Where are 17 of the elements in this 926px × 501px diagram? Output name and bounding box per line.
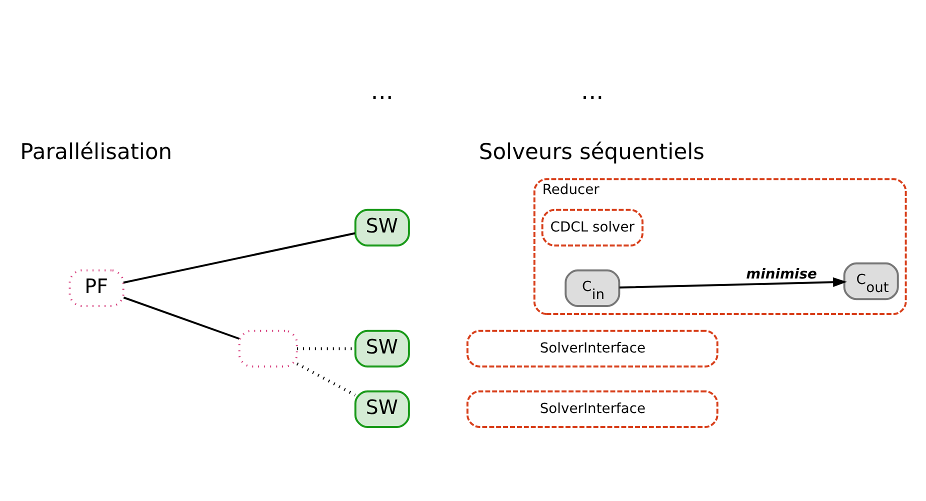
node-box [238, 329, 298, 368]
connector [123, 232, 356, 284]
edge-label: minimise [746, 266, 817, 282]
label: Solveurs séquentiels [478, 139, 705, 164]
node-box: CDCL solver [541, 208, 644, 246]
node-box: SW [354, 329, 410, 368]
connector [296, 362, 356, 396]
connector [123, 296, 240, 340]
node-box: SW [354, 208, 410, 246]
label: ... [370, 76, 394, 104]
arrow [619, 276, 847, 288]
label: ... [581, 76, 604, 104]
node-box: PF [68, 268, 124, 307]
node-box: SolverInterface [466, 390, 718, 428]
label: Parallélisation [20, 139, 172, 164]
node-box: SW [354, 390, 410, 428]
node-box: SolverInterface [466, 329, 718, 368]
